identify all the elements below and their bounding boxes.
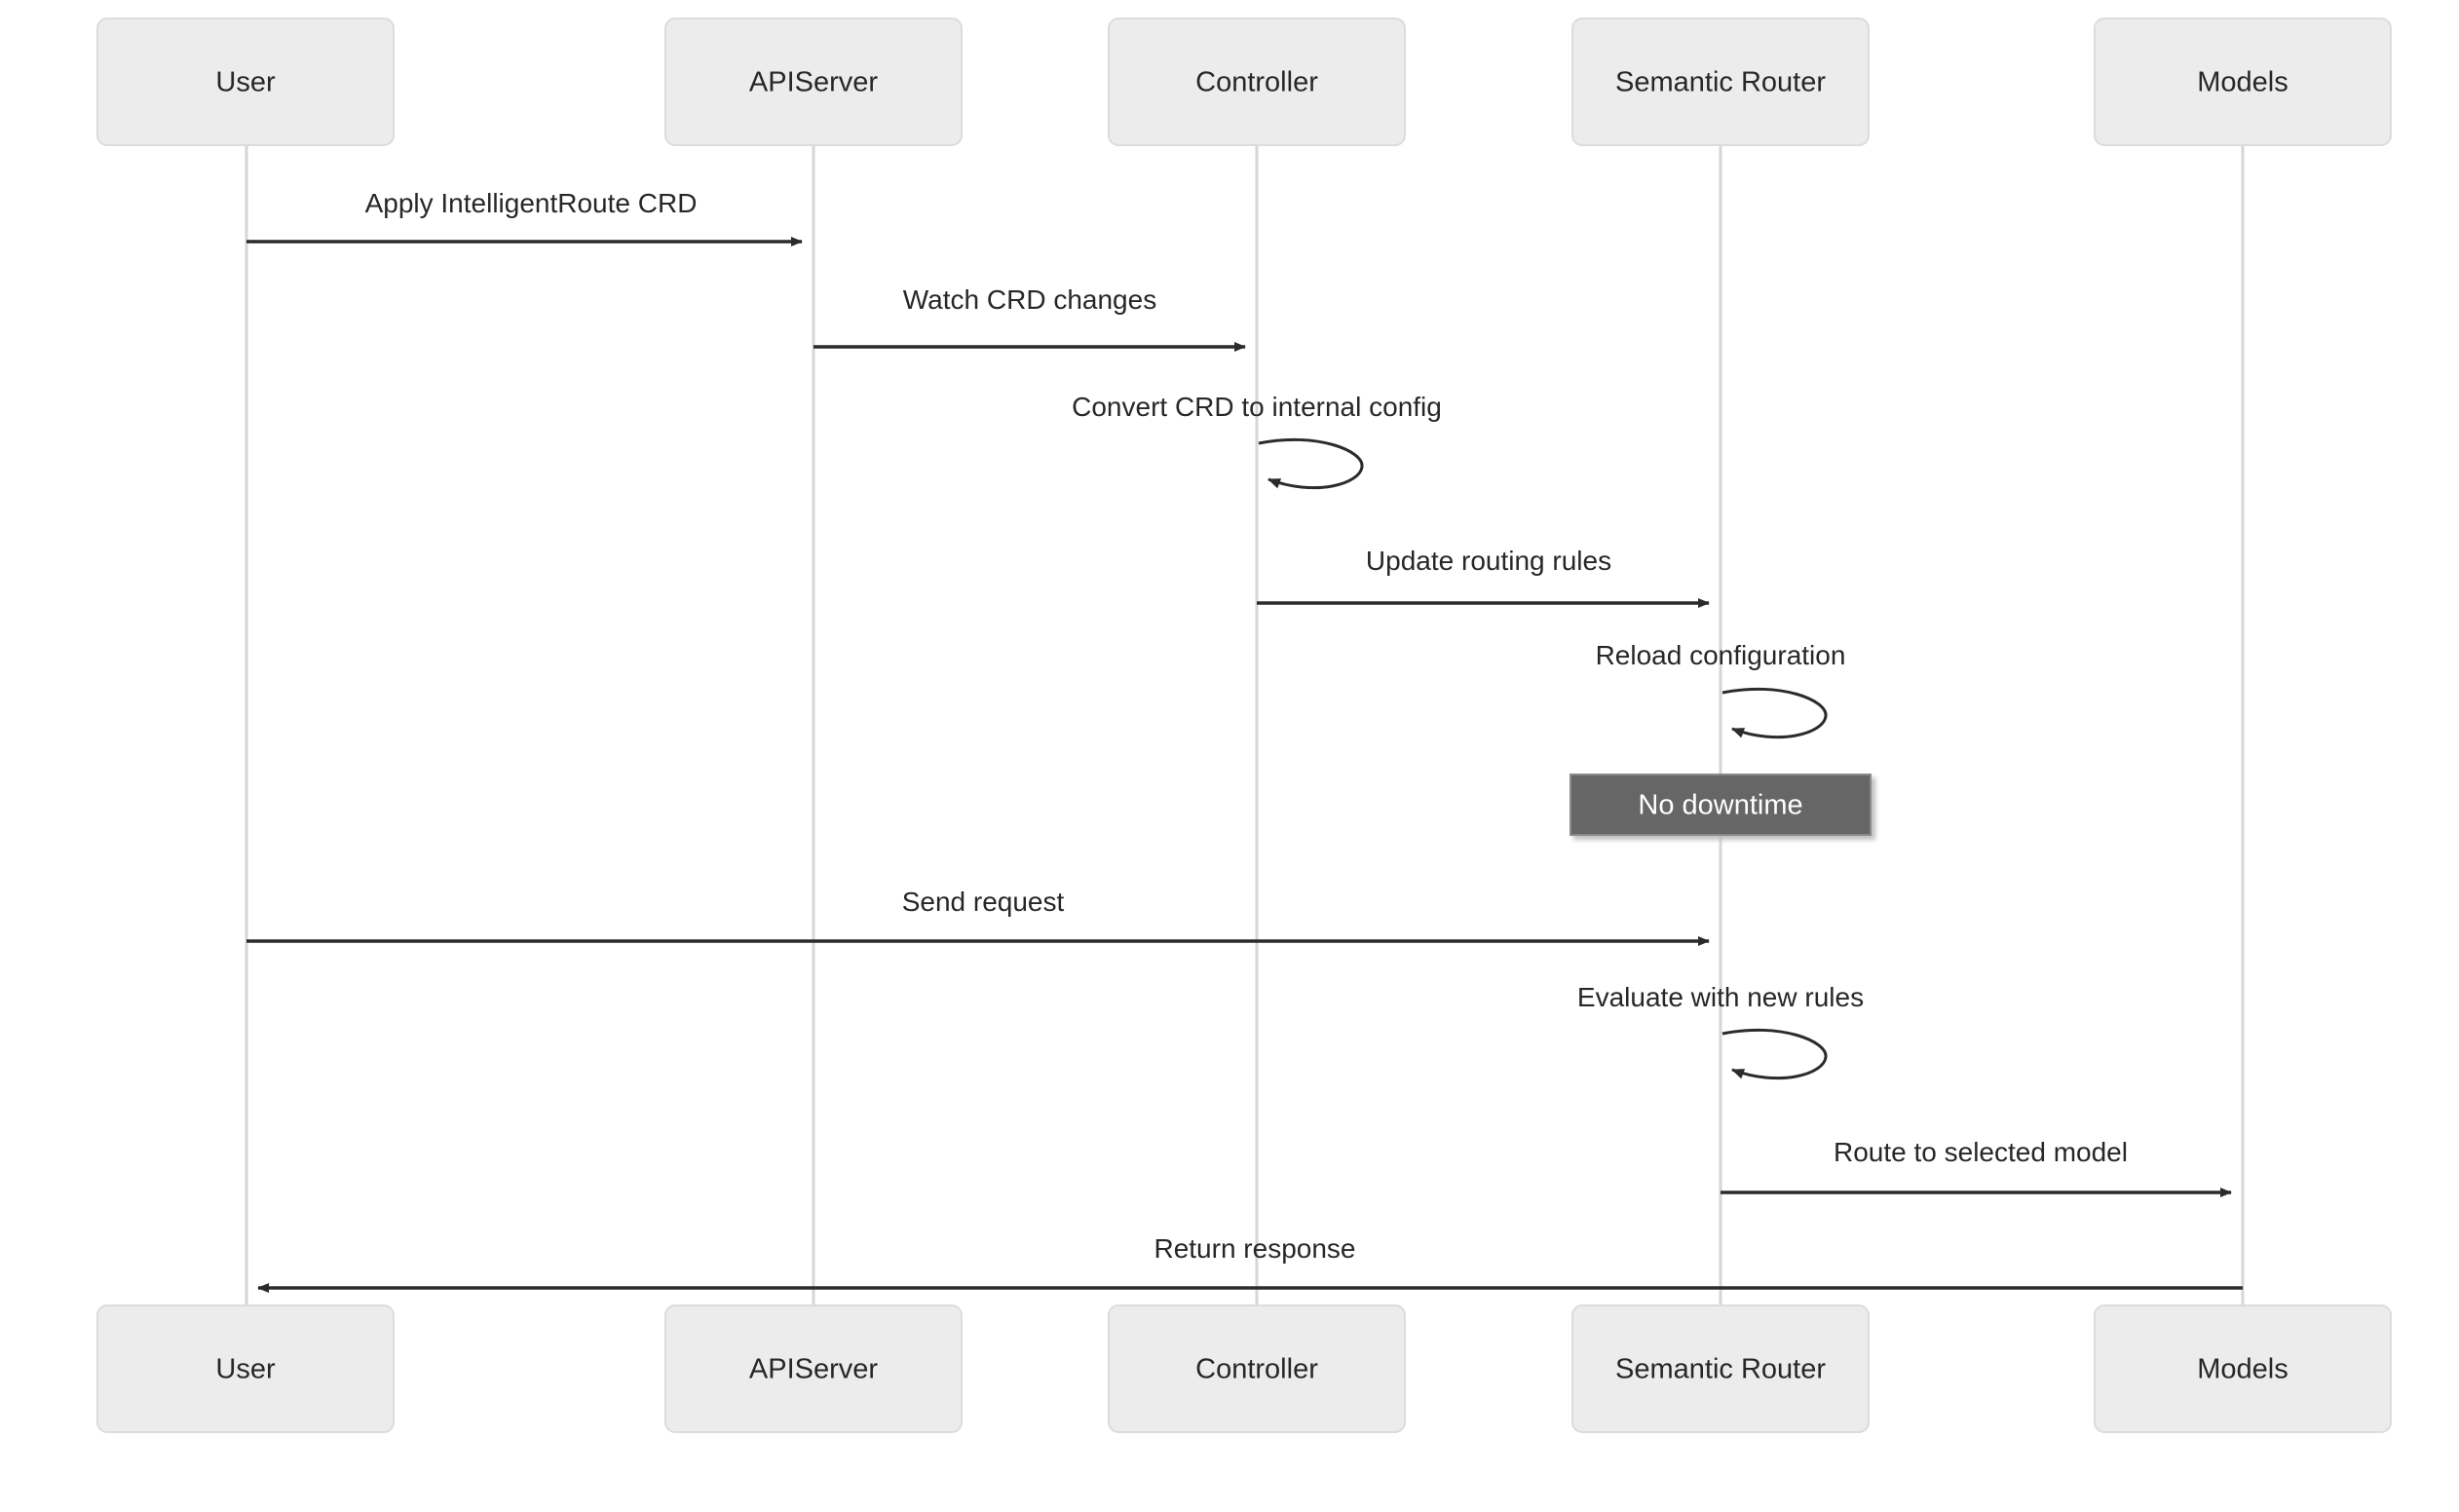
message-label-7: Evaluate with new rules <box>1577 982 1864 1012</box>
actor-user-bottom[interactable]: User <box>96 1304 395 1433</box>
actor-router-bottom[interactable]: Semantic Router <box>1571 1304 1870 1433</box>
message-selfloop-7[interactable] <box>1721 1028 1828 1080</box>
message-selfloop-3[interactable] <box>1258 437 1364 490</box>
message-route-to-selected-model[interactable]: Route to selected model <box>1721 1137 2232 1197</box>
message-convert-crd-to-internal-config[interactable]: Convert CRD to internal config <box>1072 392 1442 490</box>
message-label-4: Update routing rules <box>1366 546 1611 576</box>
actor-label-controller-top: Controller <box>1195 67 1318 98</box>
actor-box-apiserver-top[interactable] <box>664 18 963 146</box>
actor-box-controller-bottom[interactable] <box>1108 1304 1406 1433</box>
message-label-9: Return response <box>1154 1233 1355 1264</box>
actor-boxes-bottom: User APIServer Controller Semantic Route… <box>96 1304 2392 1433</box>
message-return-response[interactable]: Return response <box>257 1233 2243 1293</box>
actor-apiserver-top[interactable]: APIServer <box>664 18 963 146</box>
note-no-downtime: No downtime <box>1570 774 1872 836</box>
actor-router-top[interactable]: Semantic Router <box>1571 18 1870 146</box>
actor-box-router-top[interactable] <box>1571 18 1870 146</box>
actor-label-controller-bottom: Controller <box>1195 1354 1318 1385</box>
message-watch-crd-changes[interactable]: Watch CRD changes <box>813 284 1246 352</box>
message-label-6: Send request <box>902 887 1065 917</box>
message-update-routing-rules[interactable]: Update routing rules <box>1257 546 1710 608</box>
lifelines-group <box>245 145 2245 1305</box>
actor-label-apiserver-top: APIServer <box>749 67 878 98</box>
actor-box-router-bottom[interactable] <box>1571 1304 1870 1433</box>
message-label-3: Convert CRD to internal config <box>1072 392 1442 422</box>
actor-label-apiserver-bottom: APIServer <box>749 1354 878 1385</box>
actor-box-models-top[interactable] <box>2094 18 2392 146</box>
actor-box-apiserver-bottom[interactable] <box>664 1304 963 1433</box>
message-selfloop-5[interactable] <box>1721 687 1828 739</box>
actor-controller-top[interactable]: Controller <box>1108 18 1406 146</box>
message-label-1: Apply IntelligentRoute CRD <box>365 188 698 218</box>
actor-box-controller-top[interactable] <box>1108 18 1406 146</box>
actor-models-bottom[interactable]: Models <box>2094 1304 2392 1433</box>
actor-box-user-top[interactable] <box>96 18 395 146</box>
actor-box-user-bottom[interactable] <box>96 1304 395 1433</box>
actor-user-top[interactable]: User <box>96 18 395 146</box>
note-box-no-downtime <box>1570 774 1872 836</box>
actor-label-user-top: User <box>215 67 276 98</box>
actor-controller-bottom[interactable]: Controller <box>1108 1304 1406 1433</box>
message-evaluate-with-new-rules[interactable]: Evaluate with new rules <box>1577 982 1864 1080</box>
actor-label-models-bottom: Models <box>2197 1354 2289 1385</box>
actor-apiserver-bottom[interactable]: APIServer <box>664 1304 963 1433</box>
message-label-2: Watch CRD changes <box>903 284 1156 315</box>
message-label-8: Route to selected model <box>1834 1137 2128 1167</box>
message-apply-intelligentroute-crd[interactable]: Apply IntelligentRoute CRD <box>246 188 803 246</box>
message-reload-configuration[interactable]: Reload configuration <box>1596 640 1846 739</box>
note-label-no-downtime: No downtime <box>1638 790 1802 821</box>
actor-label-router-top: Semantic Router <box>1615 67 1826 98</box>
actor-boxes-top: User APIServer Controller Semantic Route… <box>96 18 2392 146</box>
message-send-request[interactable]: Send request <box>246 887 1710 946</box>
actor-label-user-bottom: User <box>215 1354 276 1385</box>
actor-label-router-bottom: Semantic Router <box>1615 1354 1826 1385</box>
actor-label-models-top: Models <box>2197 67 2289 98</box>
message-label-5: Reload configuration <box>1596 640 1846 670</box>
actor-models-top[interactable]: Models <box>2094 18 2392 146</box>
actor-box-models-bottom[interactable] <box>2094 1304 2392 1433</box>
